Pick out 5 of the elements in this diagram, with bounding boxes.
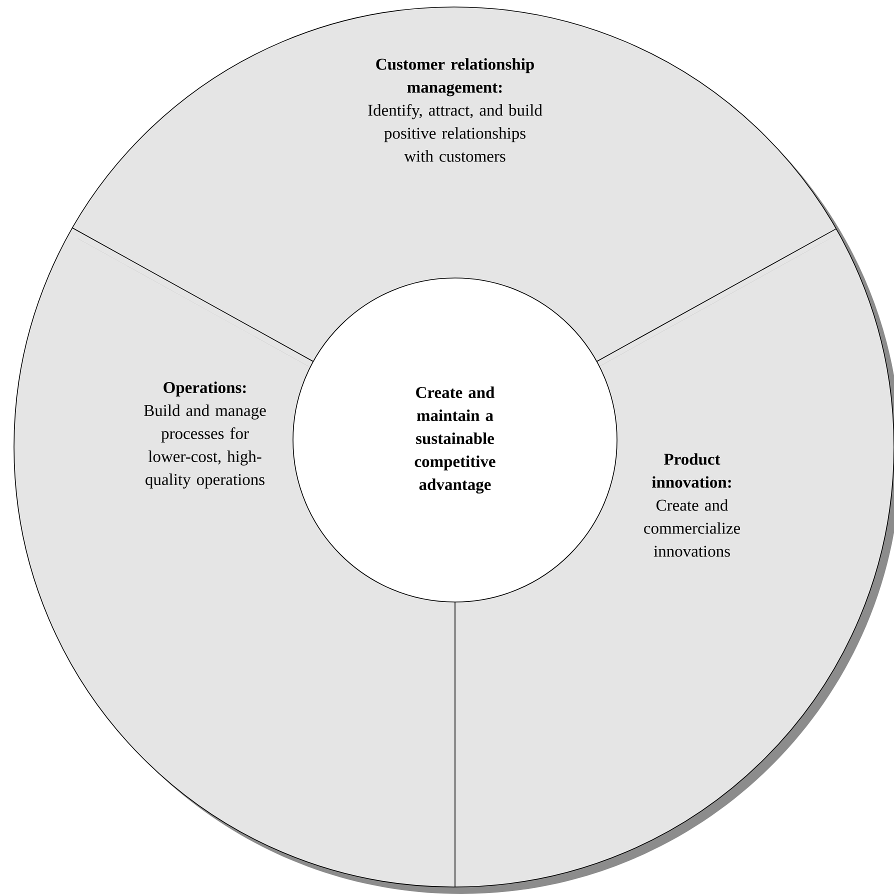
node-label: Create and commercialize innovations <box>644 499 740 557</box>
node-label: Identify, attract, and build positive relationships with customers <box>368 104 542 162</box>
node-label: Customer relationship management: <box>376 58 534 96</box>
node-label: Product innovation: <box>652 453 731 488</box>
node-label: Operations: <box>164 381 246 396</box>
